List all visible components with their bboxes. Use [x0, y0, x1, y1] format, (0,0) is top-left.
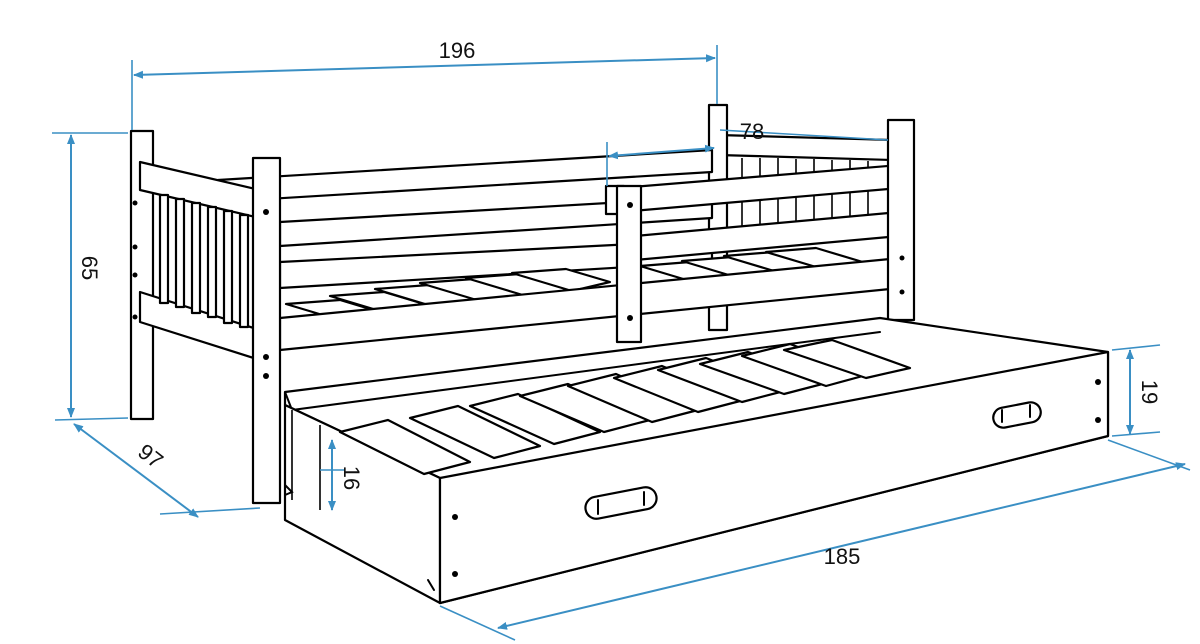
label-drawer-front-height: 19: [1137, 380, 1162, 404]
ext-19-bottom: [1111, 431, 1161, 437]
drawer-wheel: [284, 484, 294, 496]
front-right-post: [886, 118, 916, 322]
left-headboard-spindles: [158, 193, 250, 329]
drawer-slats: [338, 338, 912, 476]
label-bed-depth: 97: [133, 439, 168, 474]
label-bed-length: 196: [439, 38, 476, 63]
dim-line-78: [608, 144, 715, 160]
label-side-rail-length: 78: [740, 119, 764, 144]
dim-line-185: [497, 462, 1186, 630]
bed-frame: [129, 103, 916, 505]
guard-rail-post: [615, 184, 643, 344]
drawer-handle-right: [992, 401, 1042, 429]
ext-19-top: [1111, 344, 1161, 351]
ext-65-bottom: [54, 417, 129, 421]
label-drawer-length: 185: [824, 544, 861, 569]
dim-line-97: [73, 423, 199, 518]
drawer-inner-wall: [291, 410, 321, 510]
bolts: [132, 200, 905, 379]
label-drawer-height: 16: [339, 466, 364, 490]
dimension-lines: [52, 45, 1191, 641]
ext-97-bottom: [159, 507, 261, 515]
label-bed-height: 65: [77, 256, 102, 280]
dim-line-196: [133, 54, 716, 79]
drawer: [283, 316, 1110, 605]
front-left-post: [251, 156, 282, 505]
ext-78-top: [719, 129, 889, 141]
ext-185-left: [439, 605, 516, 641]
